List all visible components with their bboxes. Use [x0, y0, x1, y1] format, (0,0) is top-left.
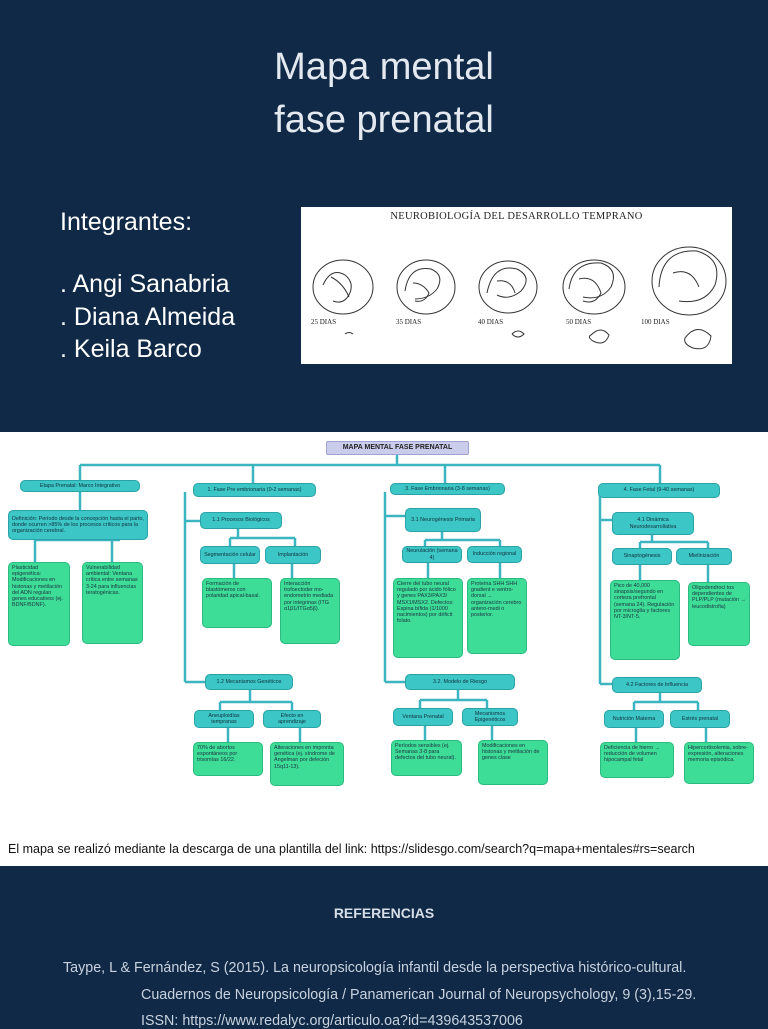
- map-b1-seg: Segmentación celular: [200, 546, 260, 564]
- map-b4-sin-detail: Pico de 40,000 sinapsis/segundo en corte…: [610, 580, 680, 660]
- map-b1-efecto-detail: Alteraciones en impronta genética (ej. s…: [270, 742, 344, 786]
- reference-line: Taype, L & Fernández, S (2015). La neuro…: [63, 960, 687, 976]
- title-line-2: fase prenatal: [274, 99, 494, 141]
- references-heading: REFERENCIAS: [333, 905, 435, 921]
- embryo-drawings: [312, 246, 727, 350]
- embryo-label: 50 DIAS: [566, 318, 592, 326]
- map-b1-aneu: Aneuploidías tempranas: [194, 710, 254, 728]
- embryo-figure-title: NEUROBIOLOGÍA DEL DESARROLLO TEMPRANO: [390, 211, 643, 222]
- embryo-label: 40 DIAS: [478, 318, 504, 326]
- map-b4-nut-detail: Deficiencia de hierro → reducción de vol…: [600, 742, 674, 778]
- map-b4-title: 4. Fase Fetal (9-40 semanas): [598, 483, 720, 498]
- map-b1-sub1: 1.1 Procesos Biológicos: [200, 512, 282, 529]
- map-b3-title: 3. Fase Embrionaria (3-8 semanas): [390, 483, 505, 495]
- members-heading: Integrantes:: [60, 208, 193, 236]
- map-b3-neu-detail: Cierre del tubo neural regulado por ácid…: [393, 578, 463, 658]
- map-b3-ind: Inducción regional: [467, 546, 522, 563]
- embryo-label: 25 DIAS: [311, 318, 337, 326]
- map-b4-est: Estrés prenatal: [670, 710, 730, 728]
- map-b4-sub1: 4.1 Dinámica Neurodesarrollativa: [612, 512, 694, 535]
- map-b3-sub2: 3.2. Modelo de Riesgo: [405, 674, 515, 690]
- map-definition: Definición: Período desde la concepción …: [8, 510, 148, 540]
- map-b1-efecto: Efecto en aprendizaje: [263, 710, 321, 728]
- embryo-label: 100 DIAS: [641, 318, 670, 326]
- map-b1-impl-detail: Interacción trofoectoder mo-endometrio m…: [280, 578, 340, 644]
- map-b1-aneu-detail: 70% de abortos espontáneos por trisomías…: [193, 742, 263, 776]
- reference-link[interactable]: ISSN: https://www.redalyc.org/articulo.o…: [141, 1013, 523, 1029]
- map-b4-nut: Nutrición Materna: [604, 710, 664, 728]
- map-b3-sub1: 3.1 Neurogénesis Primaria: [405, 508, 481, 532]
- member-name: . Keila Barco: [60, 335, 202, 363]
- map-b4-sub2: 4.2 Factores de Influencia: [612, 677, 702, 693]
- map-b3-vent: Ventana Prenatal: [393, 708, 453, 726]
- source-note: El mapa se realizó mediante la descarga …: [8, 842, 695, 856]
- reference-line: Cuadernos de Neuropsicología / Panameric…: [141, 987, 697, 1003]
- source-note-strip: El mapa se realizó mediante la descarga …: [0, 814, 768, 866]
- map-b3-mec: Mecanismos Epigenéticos: [462, 708, 518, 726]
- map-b3-mec-detail: Modificaciones en histonas y metilación …: [478, 740, 548, 785]
- map-b1-impl: Implantación: [265, 546, 321, 564]
- map-b3-neu: Neurulación (semana 4): [402, 546, 462, 563]
- embryo-label: 35 DIAS: [396, 318, 422, 326]
- mind-map: MAPA MENTAL FASE PRENATAL Etapa Prenatal…: [0, 432, 768, 814]
- map-b1-title: 1. Fase Pre embrionaria (0-2 semanas): [193, 483, 316, 497]
- map-b3-vent-detail: Períodos sensibles (ej. Semanas 3-8 para…: [391, 740, 462, 776]
- title-line-1: Mapa mental: [274, 46, 494, 88]
- map-root: MAPA MENTAL FASE PRENATAL: [326, 441, 469, 455]
- map-vulnerability: Vulnerabilidad ambiental: Ventana crític…: [82, 562, 143, 644]
- map-b1-sub2: 1.2 Mecanismos Genéticos: [205, 674, 293, 690]
- map-stage: Etapa Prenatal: Marco Integrativo: [20, 480, 140, 492]
- map-b1-seg-detail: Formación de blastómeros con polaridad a…: [202, 578, 272, 628]
- mind-map-connectors: [33, 455, 710, 742]
- map-b4-est-detail: Hipercortisolemia, sobre-expresión, alte…: [684, 742, 754, 784]
- map-b3-ind-detail: Proteína SHH SHH gradient e ventro-dorsa…: [467, 578, 527, 654]
- map-b4-mie-detail: Oligodendroci tos dependientes de PLP/PL…: [688, 582, 750, 646]
- member-name: . Angi Sanabria: [60, 270, 230, 298]
- map-b4-mie: Mielinización: [676, 548, 732, 565]
- member-name: . Diana Almeida: [60, 303, 236, 331]
- map-b4-sin: Sinaptogénesis: [612, 548, 672, 565]
- map-plasticity: Plasticidad epigenética: Modificaciones …: [8, 562, 70, 646]
- embryo-figure: NEUROBIOLOGÍA DEL DESARROLLO TEMPRANO 25…: [301, 207, 732, 364]
